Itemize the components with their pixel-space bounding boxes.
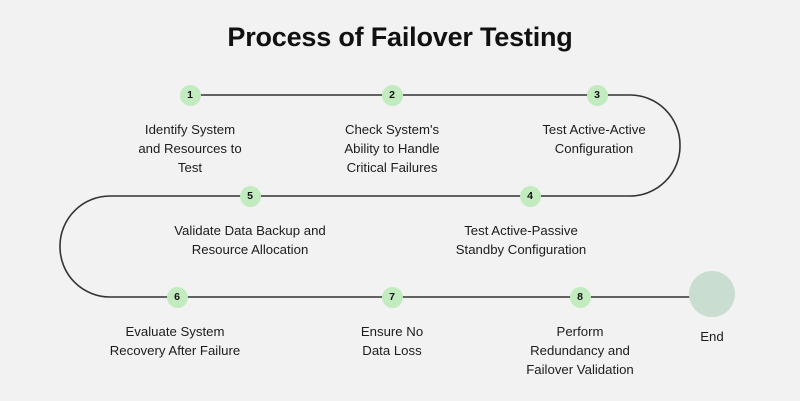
step-label-8: Perform Redundancy and Failover Validati… (526, 324, 634, 377)
step-label-4: Test Active-Passive Standby Configuratio… (455, 223, 587, 257)
step-marker-2[interactable]: 2 (381, 84, 403, 106)
step-marker-8[interactable]: 8 (569, 286, 591, 308)
end-node-circle (689, 271, 735, 317)
step-marker-3[interactable]: 3 (586, 84, 608, 106)
end-node-label: End (700, 329, 724, 344)
page-title: Process of Failover Testing (227, 22, 573, 52)
step-marker-6[interactable]: 6 (166, 286, 188, 308)
step-marker-7[interactable]: 7 (381, 286, 403, 308)
step-label-1: Identify System and Resources to Test (138, 122, 242, 175)
step-label-3: Test Active-Active Configuration (542, 122, 646, 156)
step-label-7: Ensure No Data Loss (360, 324, 424, 358)
step-label-2: Check System's Ability to Handle Critica… (344, 122, 440, 175)
step-marker-4[interactable]: 4 (519, 185, 541, 207)
step-marker-1[interactable]: 1 (179, 84, 201, 106)
step-label-6: Evaluate System Recovery After Failure (109, 324, 241, 358)
step-label-5: Validate Data Backup and Resource Alloca… (174, 223, 326, 257)
step-marker-5[interactable]: 5 (239, 185, 261, 207)
